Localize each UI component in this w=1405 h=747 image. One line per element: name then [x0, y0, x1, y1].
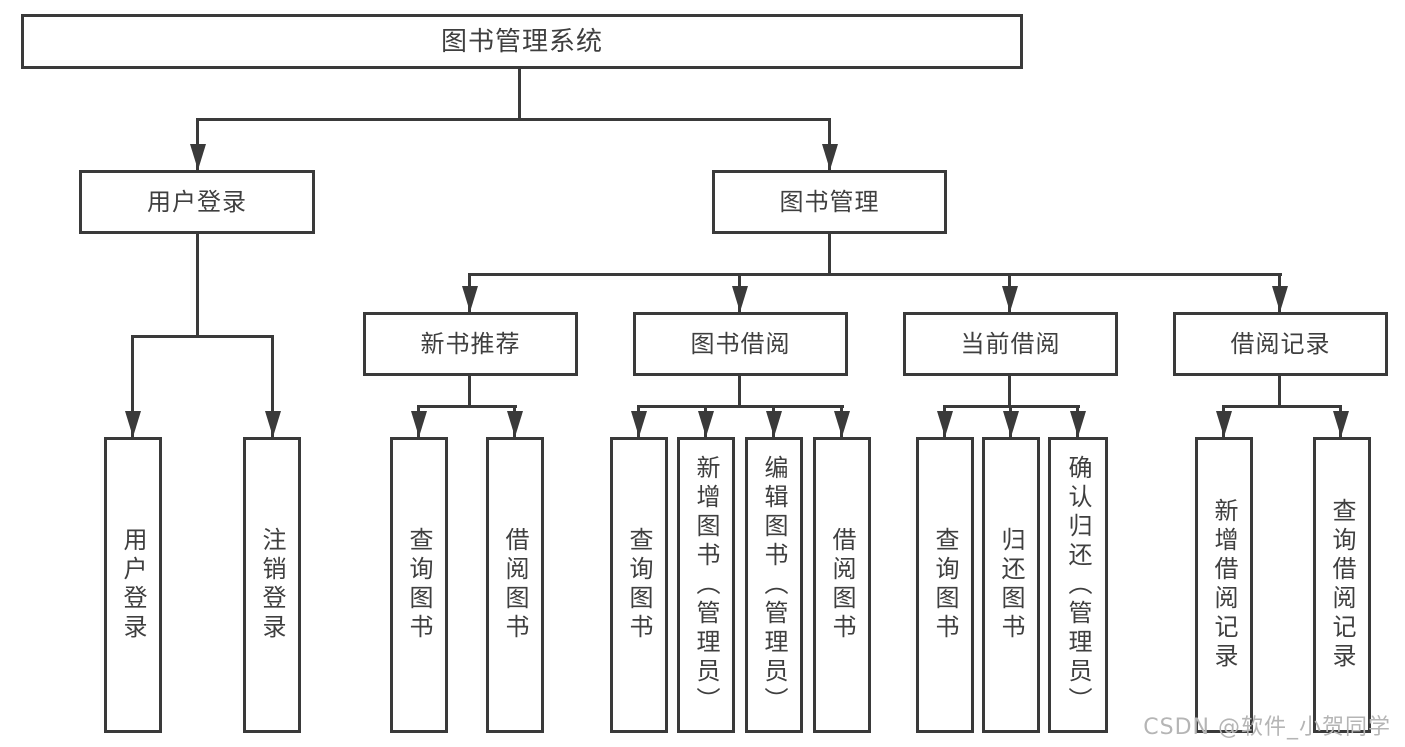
connector-new-book-branch	[417, 405, 517, 408]
leaf-query-books-borrow: 查询图书	[610, 437, 668, 733]
arrow-book-borrow-child-1	[637, 405, 640, 437]
arrow-new-book-child-2	[513, 405, 516, 437]
arrow-current-borrow-child-1	[943, 405, 946, 437]
leaf-logout: 注销登录	[243, 437, 301, 733]
connector-borrow-records-branch	[1222, 405, 1342, 408]
connector-new-book-stem	[468, 376, 471, 408]
leaf-query-books-recommend: 查询图书	[390, 437, 448, 733]
arrow-to-new-book	[468, 273, 471, 312]
leaf-add-books-admin: 新增图书（管理员）	[677, 437, 735, 733]
leaf-query-books-current: 查询图书	[916, 437, 974, 733]
connector-user-login-branch	[131, 335, 274, 338]
connector-book-borrow-branch	[637, 405, 844, 408]
connector-user-login-stem	[196, 234, 199, 338]
connector-book-mgmt-branch	[468, 273, 1282, 276]
leaf-confirm-return-admin: 确认归还（管理员）	[1048, 437, 1108, 733]
connector-root-branch	[196, 118, 831, 121]
arrow-book-borrow-child-2	[704, 405, 707, 437]
arrow-to-leaf-login	[131, 335, 134, 437]
leaf-query-borrow-record: 查询借阅记录	[1313, 437, 1371, 733]
connector-book-mgmt-stem	[828, 234, 831, 276]
leaf-borrow-books-recommend: 借阅图书	[486, 437, 544, 733]
arrow-to-borrow-records	[1278, 273, 1281, 312]
arrow-to-book-borrow	[738, 273, 741, 312]
arrow-to-leaf-logout	[271, 335, 274, 437]
arrow-new-book-child-1	[417, 405, 420, 437]
arrow-book-borrow-child-4	[840, 405, 843, 437]
arrow-current-borrow-child-3	[1076, 405, 1079, 437]
arrow-to-user-login	[196, 118, 199, 170]
arrow-current-borrow-child-2	[1009, 405, 1012, 437]
connector-current-borrow-stem	[1008, 376, 1011, 408]
leaf-return-books: 归还图书	[982, 437, 1040, 733]
arrow-borrow-records-child-2	[1339, 405, 1342, 437]
node-new-book-recommend: 新书推荐	[363, 312, 578, 376]
node-book-mgmt: 图书管理	[712, 170, 947, 234]
node-user-login: 用户登录	[79, 170, 315, 234]
leaf-add-borrow-record: 新增借阅记录	[1195, 437, 1253, 733]
node-borrow-records: 借阅记录	[1173, 312, 1388, 376]
node-library-system: 图书管理系统	[21, 14, 1023, 69]
connector-book-borrow-stem	[738, 376, 741, 408]
arrow-borrow-records-child-1	[1222, 405, 1225, 437]
leaf-borrow-books: 借阅图书	[813, 437, 871, 733]
csdn-watermark: CSDN @软件_小贺同学	[1143, 715, 1391, 740]
connector-root-stem	[518, 69, 521, 121]
node-book-borrow: 图书借阅	[633, 312, 848, 376]
node-current-borrow: 当前借阅	[903, 312, 1118, 376]
arrow-to-current-borrow	[1008, 273, 1011, 312]
arrow-book-borrow-child-3	[772, 405, 775, 437]
leaf-edit-books-admin: 编辑图书（管理员）	[745, 437, 803, 733]
arrow-to-book-mgmt	[828, 118, 831, 170]
leaf-user-login: 用户登录	[104, 437, 162, 733]
connector-borrow-records-stem	[1278, 376, 1281, 408]
